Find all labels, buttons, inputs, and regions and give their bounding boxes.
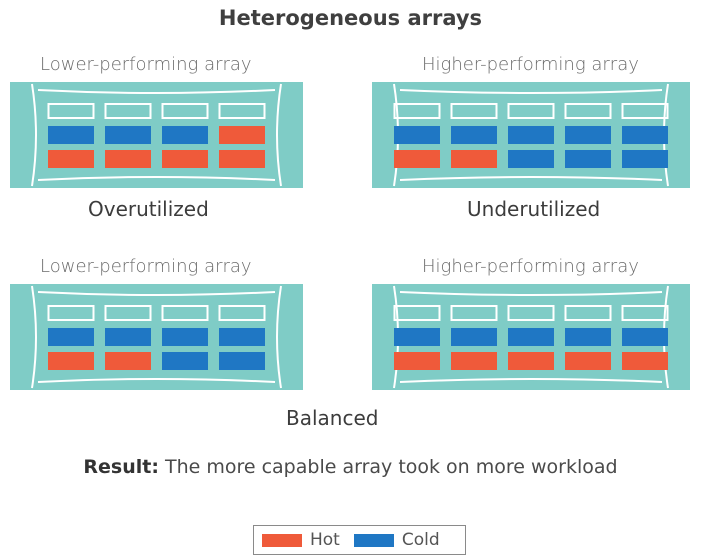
hot-drive [219, 150, 265, 168]
cold-drive [451, 328, 497, 346]
array-chassis [372, 82, 690, 188]
result-text: The more capable array took on more work… [158, 456, 618, 478]
empty-slot [47, 103, 95, 119]
cold-drive [394, 328, 440, 346]
empty-slot [507, 103, 555, 119]
cold-drive [451, 126, 497, 144]
state-overutilized: Overutilized [88, 197, 209, 221]
empty-slot [161, 305, 209, 321]
cold-drive [508, 126, 554, 144]
empty-slot [104, 305, 152, 321]
cold-drive [622, 126, 668, 144]
empty-slot [621, 103, 669, 119]
hot-drive [48, 352, 94, 370]
empty-slot [218, 305, 266, 321]
cold-drive [394, 126, 440, 144]
cold-drive [48, 126, 94, 144]
cold-drive [508, 328, 554, 346]
hot-drive [394, 352, 440, 370]
chassis-top-bezel [37, 89, 276, 94]
chassis-right-edge [276, 83, 282, 187]
legend-label-hot: Hot [310, 530, 340, 550]
chassis-bottom-bezel [37, 176, 276, 181]
chassis-bottom-bezel [399, 176, 663, 181]
hot-drive [565, 352, 611, 370]
hot-drive [162, 150, 208, 168]
hot-drive [451, 352, 497, 370]
result-prefix: Result: [83, 456, 159, 478]
empty-slot [621, 305, 669, 321]
cold-drive [565, 328, 611, 346]
array-label-lower-bottom: Lower-performing array [40, 256, 252, 277]
chassis-right-edge [276, 285, 282, 389]
cold-drive [219, 352, 265, 370]
chassis-top-bezel [399, 291, 663, 296]
cold-drive [622, 150, 668, 168]
cold-drive [219, 328, 265, 346]
legend-item-cold: Cold [353, 530, 440, 550]
legend-swatch-hot [262, 533, 302, 547]
hot-drive [105, 150, 151, 168]
legend: Hot Cold [253, 525, 466, 555]
chassis-left-edge [31, 83, 37, 187]
cold-drive [162, 328, 208, 346]
cold-drive [105, 126, 151, 144]
cold-drive [48, 328, 94, 346]
cold-drive [565, 150, 611, 168]
array-label-higher-bottom: Higher-performing array [422, 256, 639, 277]
array-lower-overutilized [10, 82, 303, 188]
cold-drive [508, 150, 554, 168]
empty-slot [564, 103, 612, 119]
chassis-bottom-bezel [399, 378, 663, 383]
legend-swatch-cold [353, 533, 394, 547]
array-higher-underutilized [372, 82, 690, 188]
empty-slot [104, 103, 152, 119]
cold-drive [162, 126, 208, 144]
array-label-higher-top: Higher-performing array [422, 54, 639, 75]
empty-slot [507, 305, 555, 321]
cold-drive [622, 328, 668, 346]
hot-drive [508, 352, 554, 370]
hot-drive [394, 150, 440, 168]
empty-slot [393, 305, 441, 321]
state-balanced: Balanced [286, 406, 379, 430]
array-chassis [10, 284, 303, 390]
empty-slot [450, 305, 498, 321]
empty-slot [564, 305, 612, 321]
empty-slot [218, 103, 266, 119]
hot-drive [622, 352, 668, 370]
legend-item-hot: Hot [262, 530, 340, 550]
hot-drive [219, 126, 265, 144]
array-chassis [10, 82, 303, 188]
empty-slot [393, 103, 441, 119]
array-lower-balanced [10, 284, 303, 390]
cold-drive [565, 126, 611, 144]
diagram-title: Heterogeneous arrays [218, 6, 483, 30]
cold-drive [105, 328, 151, 346]
empty-slot [47, 305, 95, 321]
array-chassis [372, 284, 690, 390]
state-underutilized: Underutilized [467, 197, 601, 221]
empty-slot [161, 103, 209, 119]
hot-drive [451, 150, 497, 168]
legend-label-cold: Cold [401, 530, 440, 550]
array-higher-balanced [372, 284, 690, 390]
array-label-lower-top: Lower-performing array [40, 54, 252, 75]
chassis-bottom-bezel [37, 378, 276, 383]
cold-drive [162, 352, 208, 370]
hot-drive [48, 150, 94, 168]
hot-drive [105, 352, 151, 370]
chassis-top-bezel [399, 89, 663, 94]
empty-slot [450, 103, 498, 119]
chassis-left-edge [31, 285, 37, 389]
chassis-top-bezel [37, 291, 276, 296]
result-statement: Result: The more capable array took on m… [0, 456, 701, 478]
